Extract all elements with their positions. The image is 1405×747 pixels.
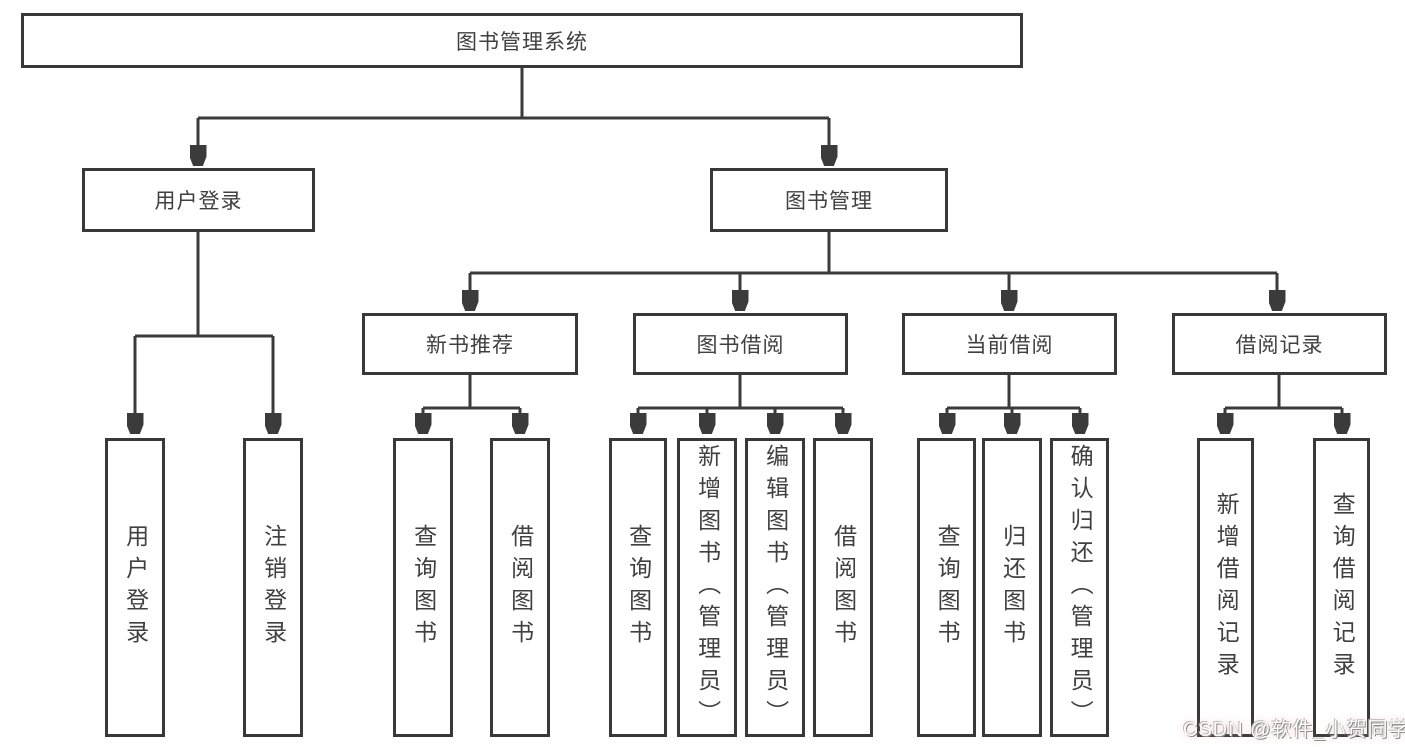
leaf-query-books-recommendation: 查询图书	[393, 438, 453, 737]
leaf-label: 借阅图书	[507, 523, 534, 652]
leaf-confirm-return-admin: 确认归还（管理员）	[1050, 438, 1109, 737]
node-user-login: 用户登录	[82, 168, 315, 232]
node-label: 图书借阅	[696, 334, 785, 357]
node-label: 当前借阅	[965, 334, 1054, 357]
connector-borrowing-trunk	[638, 375, 843, 410]
connector-book-management-trunk	[470, 232, 1277, 275]
node-borrowing-records: 借阅记录	[1172, 313, 1387, 375]
connector-root-trunk	[198, 68, 829, 120]
leaf-user-login: 用户登录	[105, 438, 165, 737]
node-label: 新书推荐	[426, 334, 514, 357]
leaf-return-books: 归还图书	[982, 438, 1042, 737]
node-label: 图书管理	[785, 190, 873, 213]
node-current-borrowing: 当前借阅	[902, 313, 1117, 375]
leaf-label: 确认归还（管理员）	[1067, 443, 1094, 732]
connector-user-login-trunk	[135, 232, 273, 338]
leaf-query-books-current: 查询图书	[917, 438, 976, 737]
leaf-label: 归还图书	[999, 523, 1026, 652]
leaf-label: 用户登录	[122, 523, 149, 652]
leaf-label: 查询图书	[625, 523, 652, 652]
leaf-label: 新增图书（管理员）	[694, 443, 721, 732]
leaf-add-borrow-record: 新增借阅记录	[1197, 438, 1254, 737]
node-new-book-recommendation: 新书推荐	[362, 313, 578, 375]
connector-current-trunk	[947, 375, 1080, 410]
node-book-borrowing: 图书借阅	[633, 313, 848, 375]
leaf-label: 借阅图书	[830, 523, 857, 652]
leaf-query-books-borrowing: 查询图书	[609, 438, 667, 737]
node-library-management-system: 图书管理系统	[21, 13, 1023, 68]
watermark: CSDN @软件_小贺同学	[1183, 719, 1405, 741]
leaf-label: 查询图书	[410, 523, 437, 652]
node-label: 用户登录	[154, 190, 243, 213]
leaf-logout: 注销登录	[243, 438, 303, 737]
leaf-add-book-admin: 新增图书（管理员）	[677, 438, 737, 737]
node-label: 借阅记录	[1235, 334, 1324, 357]
leaf-label: 注销登录	[260, 523, 287, 652]
leaf-label: 查询图书	[934, 523, 961, 652]
leaf-query-borrow-record: 查询借阅记录	[1313, 438, 1370, 737]
leaf-label: 编辑图书（管理员）	[762, 443, 789, 732]
connector-records-trunk	[1225, 375, 1342, 410]
node-book-management: 图书管理	[710, 168, 948, 232]
leaf-borrow-books-recommendation: 借阅图书	[490, 438, 550, 737]
leaf-borrow-books-borrowing: 借阅图书	[813, 438, 873, 737]
leaf-label: 查询借阅记录	[1329, 491, 1356, 684]
connector-recommendation-trunk	[423, 375, 520, 410]
leaf-edit-book-admin: 编辑图书（管理员）	[745, 438, 805, 737]
node-label: 图书管理系统	[456, 30, 588, 54]
leaf-label: 新增借阅记录	[1213, 491, 1240, 684]
